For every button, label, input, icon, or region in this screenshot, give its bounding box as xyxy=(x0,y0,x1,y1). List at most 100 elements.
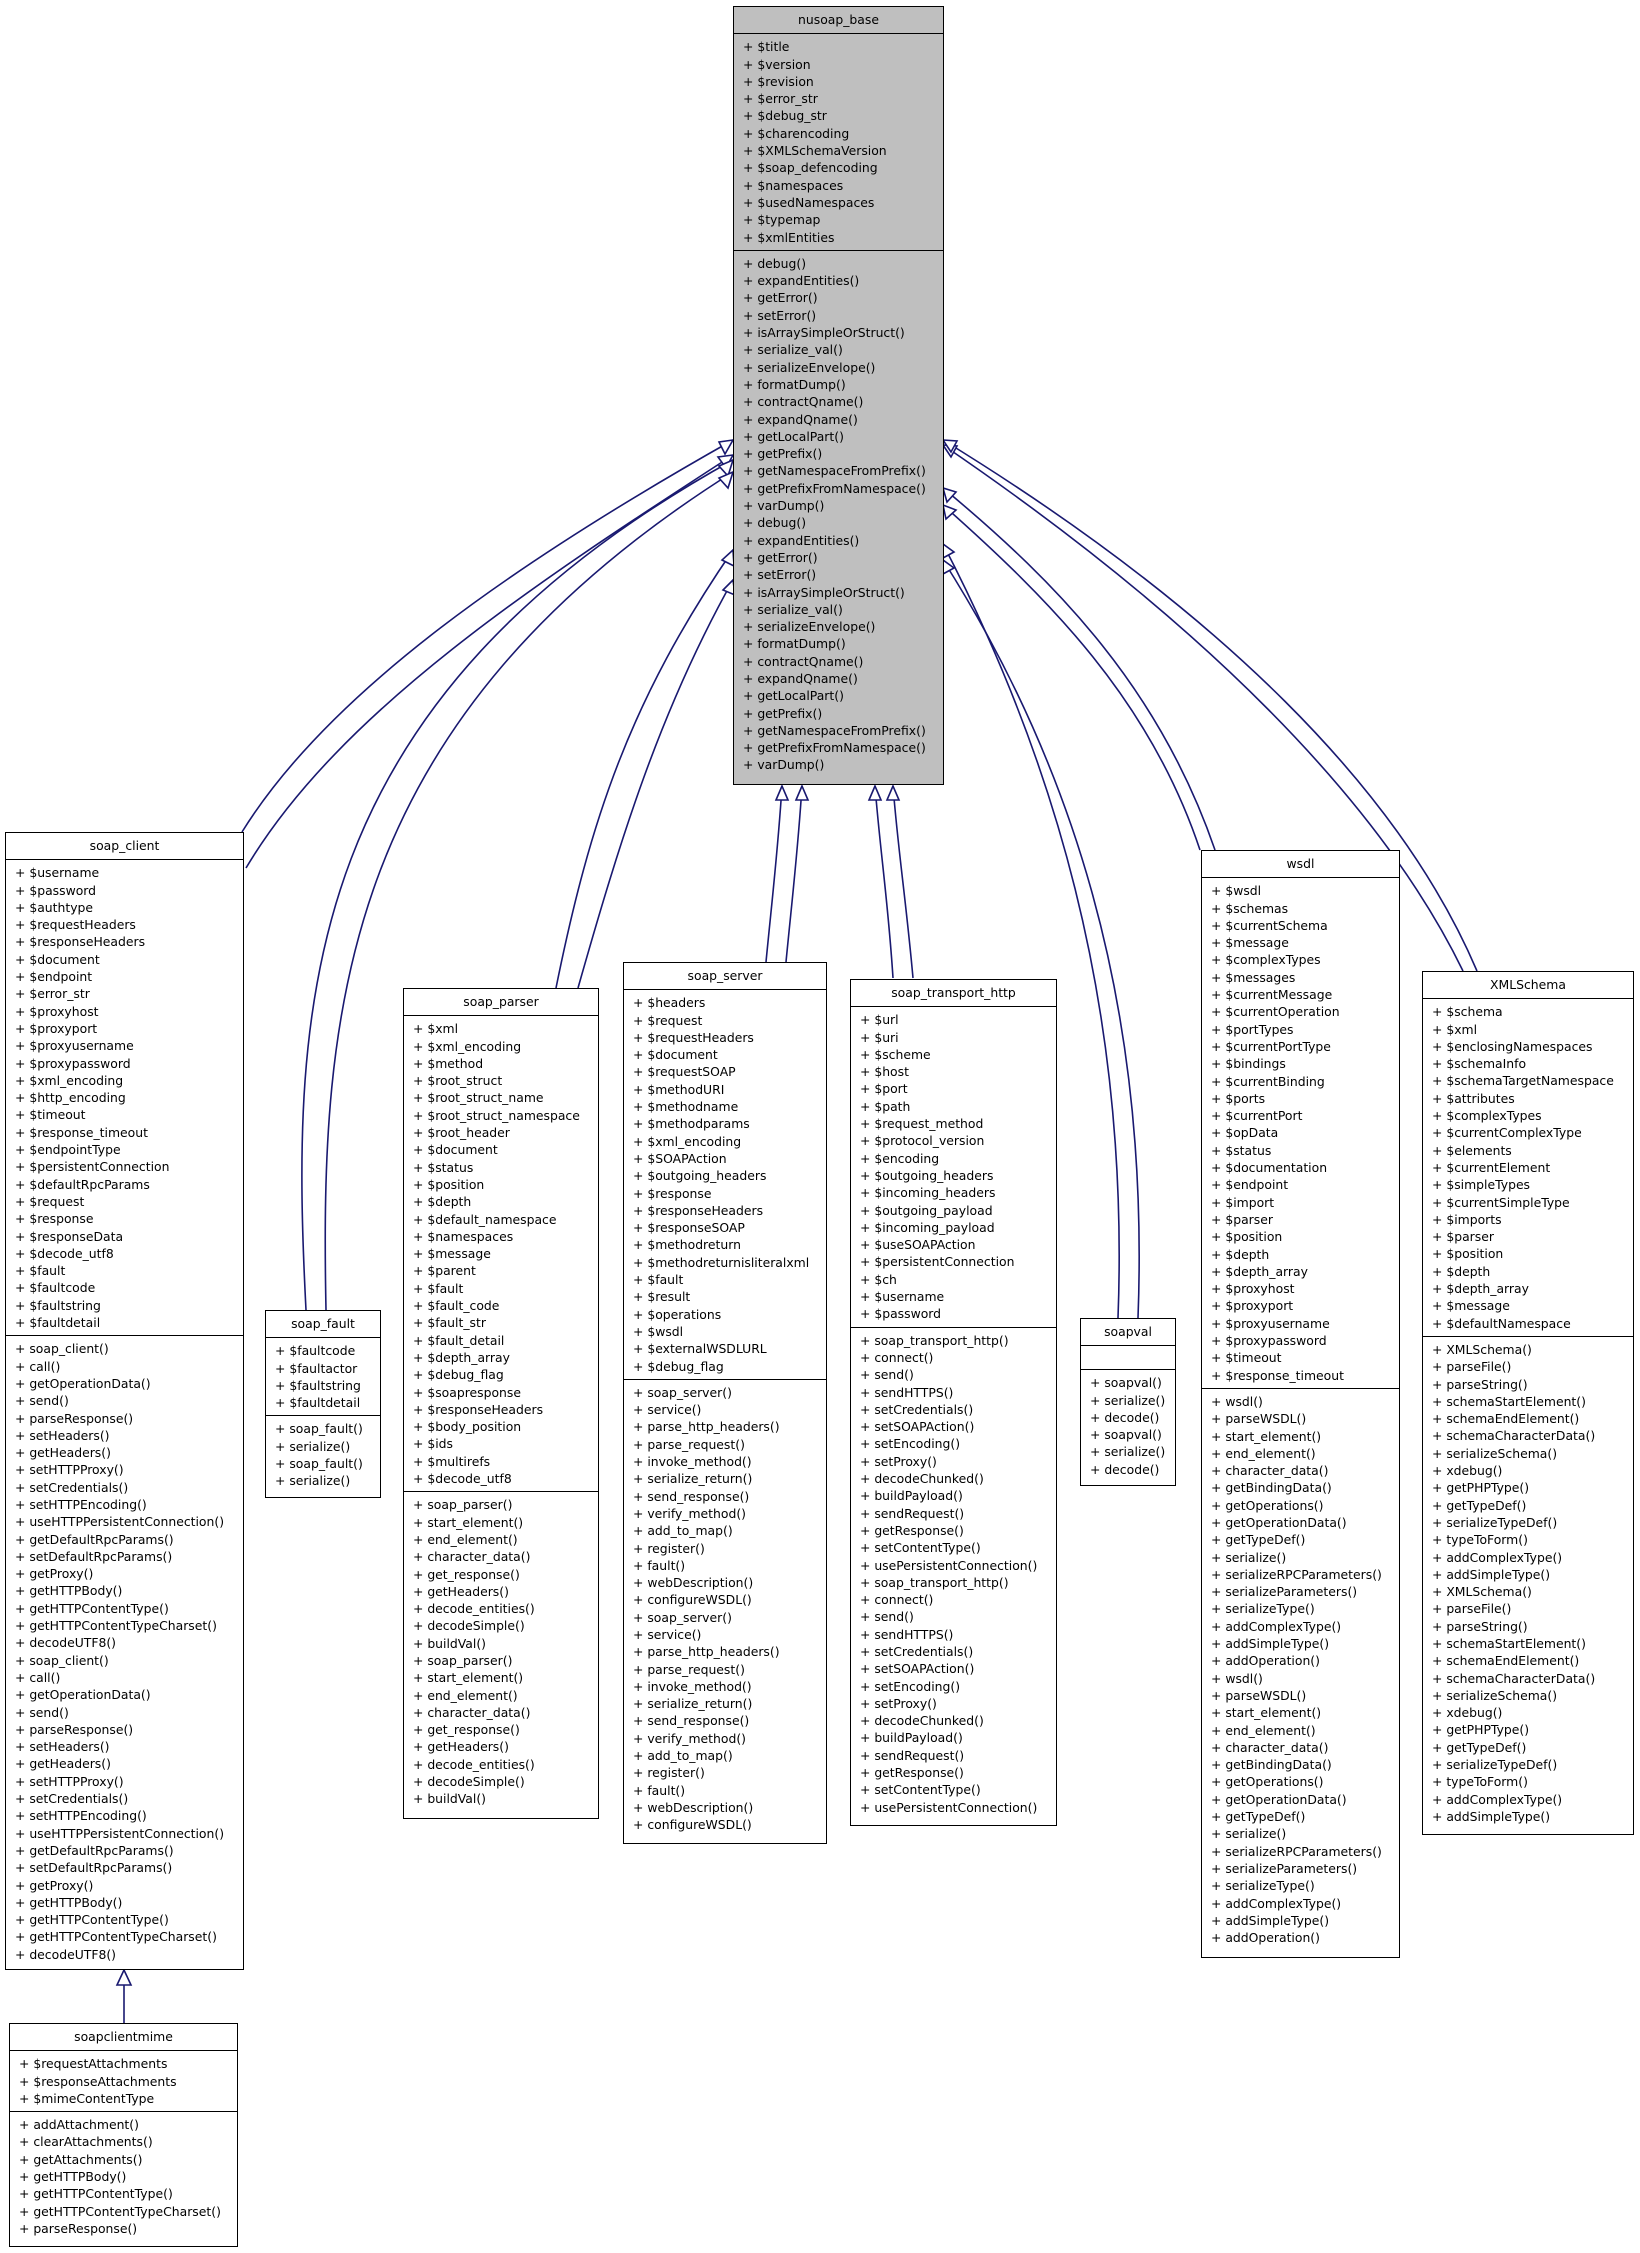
method-row: + schemaCharacterData() xyxy=(1432,1670,1596,1686)
attribute-row: + $incoming_payload xyxy=(860,1219,995,1235)
attribute-row: + $currentPortType xyxy=(1211,1038,1331,1054)
edge-soap_server-base-2 xyxy=(785,785,803,963)
method-row: + schemaEndElement() xyxy=(1432,1411,1580,1427)
method-row: + configureWSDL() xyxy=(633,1592,752,1608)
attribute-row: + $fault_code xyxy=(413,1298,500,1314)
method-row: + getTypeDef() xyxy=(1432,1739,1527,1755)
attribute-row: + $soapresponse xyxy=(413,1384,521,1400)
attribute-row: + $title xyxy=(743,39,790,55)
attribute-row: + $requestAttachments xyxy=(19,2056,168,2072)
attribute-row: + $position xyxy=(1432,1246,1504,1262)
attribute-row: + $response xyxy=(633,1185,712,1201)
attribute-row: + $document xyxy=(15,951,100,967)
attribute-row: + $message xyxy=(413,1246,491,1262)
method-row: + addOperation() xyxy=(1211,1653,1320,1669)
attribute-list: + $headers+ $request+ $requestHeaders+ $… xyxy=(624,990,826,1380)
arrowhead-soap_server-1 xyxy=(774,783,790,801)
method-row: + varDump() xyxy=(743,498,825,514)
method-row: + soapval() xyxy=(1090,1427,1162,1443)
attribute-row: + $result xyxy=(633,1289,691,1305)
class-title: soap_client xyxy=(6,833,243,861)
method-row: + send() xyxy=(15,1393,69,1409)
edge-transport-base-2 xyxy=(892,785,914,979)
method-row: + send_response() xyxy=(633,1713,750,1729)
method-row: + typeToForm() xyxy=(1432,1774,1528,1790)
edge-soap_client-base-2 xyxy=(245,454,734,869)
method-row: + verify_method() xyxy=(633,1730,747,1746)
attribute-row: + $parser xyxy=(1211,1211,1273,1227)
method-row: + setCredentials() xyxy=(860,1401,974,1417)
attribute-row: + $persistentConnection xyxy=(860,1254,1015,1270)
method-row: + fault() xyxy=(633,1557,686,1573)
method-row: + getPHPType() xyxy=(1432,1722,1530,1738)
method-row: + getHTTPBody() xyxy=(19,2169,127,2185)
method-row: + parseString() xyxy=(1432,1618,1528,1634)
attribute-row: + $soap_defencoding xyxy=(743,160,878,176)
method-row: + parse_http_headers() xyxy=(633,1644,780,1660)
attribute-row: + $mimeContentType xyxy=(19,2090,155,2106)
attribute-list: + $username+ $password+ $authtype+ $requ… xyxy=(6,860,243,1337)
method-row: + getPrefix() xyxy=(743,446,823,462)
method-row: + invoke_method() xyxy=(633,1678,752,1694)
attribute-row: + $methodURI xyxy=(633,1081,725,1097)
attribute-row: + $currentElement xyxy=(1432,1159,1551,1175)
attribute-row: + $wsdl xyxy=(633,1323,684,1339)
method-row: + setEncoding() xyxy=(860,1436,961,1452)
attribute-row: + $methodreturn xyxy=(633,1237,741,1253)
attribute-row: + $currentSimpleType xyxy=(1432,1194,1570,1210)
arrowhead-wsdl-2 xyxy=(941,486,958,504)
method-row: + setProxy() xyxy=(860,1695,937,1711)
attribute-row: + $debug_str xyxy=(743,108,827,124)
edge-wsdl-base-1 xyxy=(942,504,1201,851)
method-row: + getHeaders() xyxy=(15,1756,111,1772)
method-row: + soap_parser() xyxy=(413,1497,513,1513)
attribute-row: + $revision xyxy=(743,73,814,89)
attribute-row: + $externalWSDLURL xyxy=(633,1341,767,1357)
method-row: + soap_server() xyxy=(633,1609,732,1625)
method-row: + setHTTPEncoding() xyxy=(15,1808,147,1824)
method-row: + connect() xyxy=(860,1592,934,1608)
method-row: + serialize() xyxy=(1211,1826,1287,1842)
method-row: + parseWSDL() xyxy=(1211,1411,1307,1427)
method-row: + soap_client() xyxy=(15,1652,109,1668)
method-row: + serialize_val() xyxy=(743,342,843,358)
method-row: + getHeaders() xyxy=(413,1583,509,1599)
method-row: + getOperationData() xyxy=(15,1375,151,1391)
method-row: + decodeUTF8() xyxy=(15,1946,117,1962)
method-row: + getPrefixFromNamespace() xyxy=(743,740,926,756)
arrowhead-soap_fault-2 xyxy=(717,470,735,490)
method-list: + soap_transport_http()+ connect()+ send… xyxy=(851,1328,1056,1820)
attribute-row: + $complexTypes xyxy=(1211,952,1321,968)
attribute-row: + $methodname xyxy=(633,1099,739,1115)
method-row: + typeToForm() xyxy=(1432,1532,1528,1548)
attribute-row: + $depth xyxy=(1211,1246,1270,1262)
method-row: + xdebug() xyxy=(1432,1705,1503,1721)
method-row: + varDump() xyxy=(743,757,825,773)
arrowhead-soapclientmime xyxy=(115,1968,133,1986)
attribute-row: + $currentMessage xyxy=(1211,987,1333,1003)
method-row: + getResponse() xyxy=(860,1765,964,1781)
attribute-row: + $error_str xyxy=(15,986,90,1002)
method-row: + sendHTTPS() xyxy=(860,1626,954,1642)
method-row: + character_data() xyxy=(1211,1463,1329,1479)
method-row: + serializeType() xyxy=(1211,1878,1315,1894)
attribute-row: + $faultactor xyxy=(275,1360,358,1376)
method-row: + addComplexType() xyxy=(1432,1549,1563,1565)
attribute-row: + $username xyxy=(860,1289,945,1305)
attribute-row: + $version xyxy=(743,56,811,72)
method-list: + soap_fault()+ serialize()+ soap_fault(… xyxy=(266,1416,380,1493)
attribute-row: + $password xyxy=(15,882,97,898)
class-title: soapclientmime xyxy=(10,2024,237,2052)
method-row: + end_element() xyxy=(1211,1722,1316,1738)
edge-soap_server-base-1 xyxy=(765,785,783,963)
method-row: + parse_request() xyxy=(633,1661,745,1677)
attribute-row: + $namespaces xyxy=(743,177,844,193)
method-row: + getError() xyxy=(743,290,818,306)
attribute-row: + $responseHeaders xyxy=(633,1202,764,1218)
attribute-list: + $url+ $uri+ $scheme+ $host+ $port+ $pa… xyxy=(851,1007,1056,1328)
method-row: + character_data() xyxy=(413,1549,531,1565)
method-row: + formatDump() xyxy=(743,636,846,652)
method-row: + parse_http_headers() xyxy=(633,1419,780,1435)
method-row: + sendHTTPS() xyxy=(860,1384,954,1400)
